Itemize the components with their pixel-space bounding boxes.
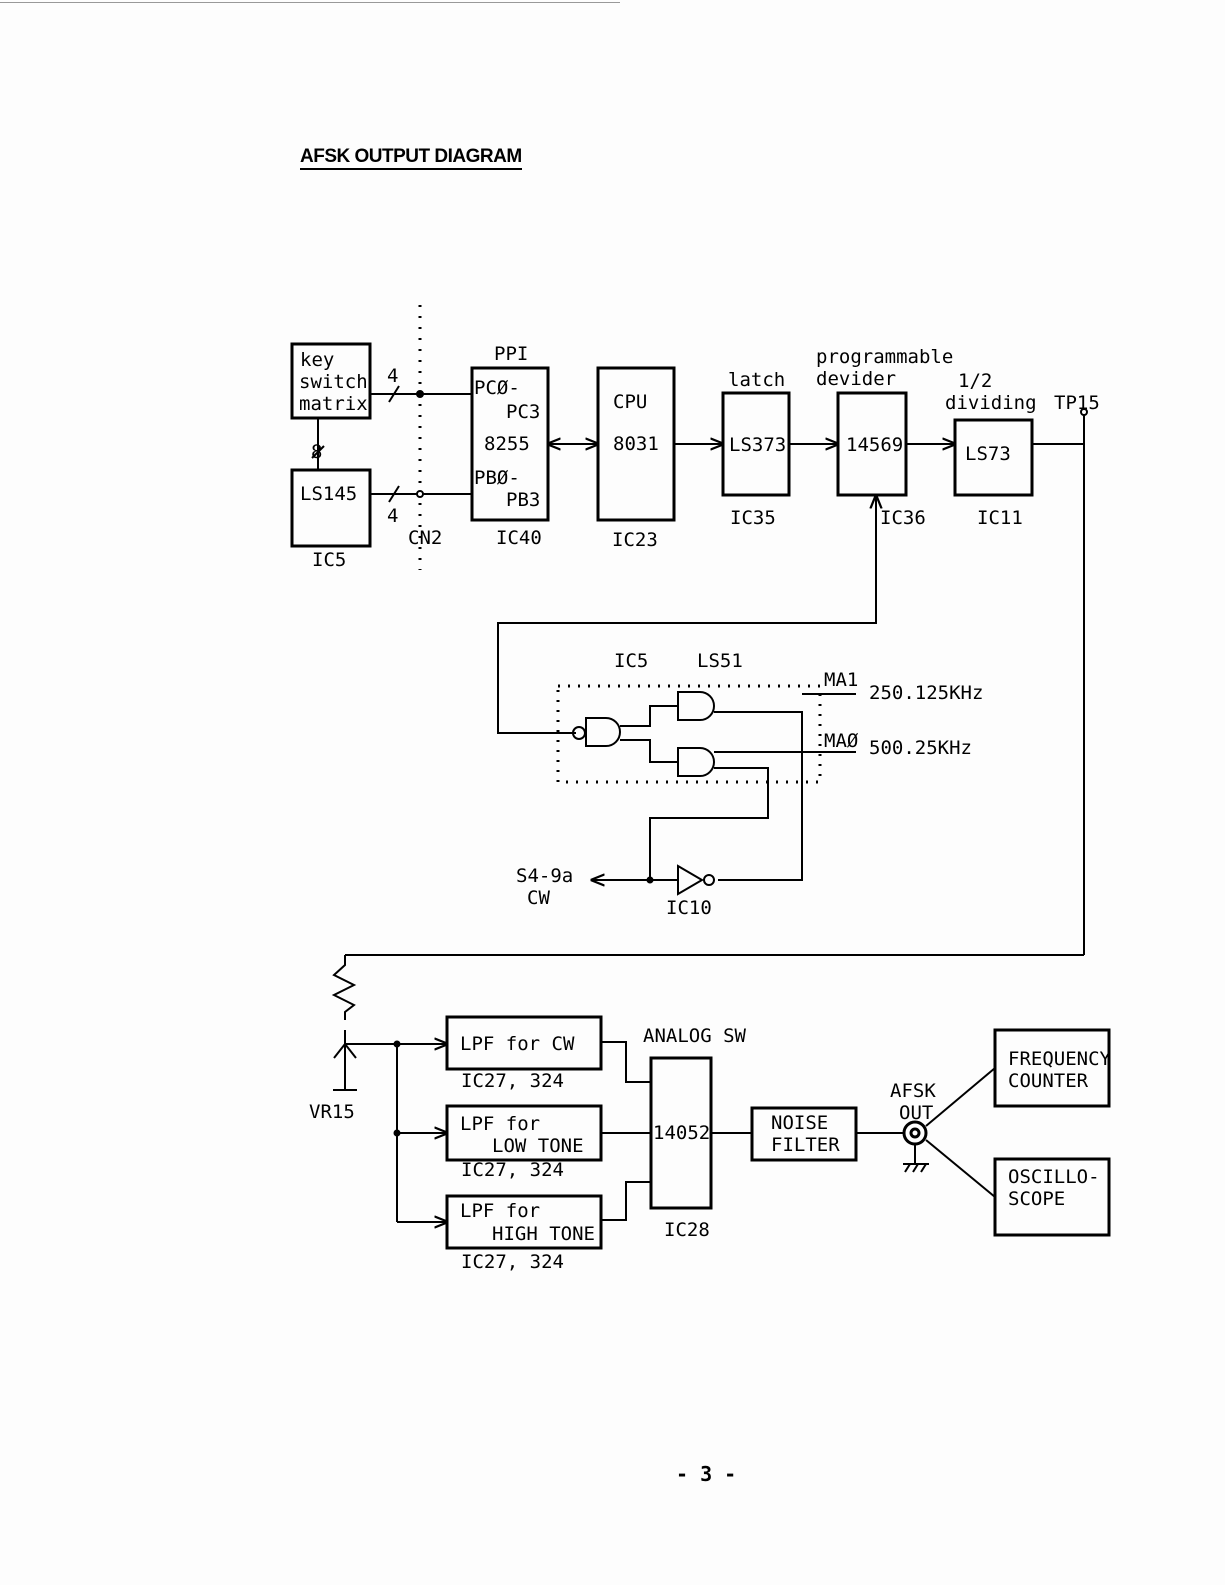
- cn2-label: CN2: [408, 527, 442, 549]
- oscilloscope-text-1: OSCILLO-: [1008, 1166, 1100, 1188]
- ic27-label-2: IC27, 324: [461, 1159, 564, 1181]
- ic36-label: IC36: [880, 507, 926, 529]
- ic5-top-label: IC5: [312, 549, 346, 571]
- lpf-high-box: [445, 1194, 603, 1250]
- vr15-wiper: [333, 1030, 357, 1091]
- key-switch-text-3: matrix: [299, 393, 368, 415]
- lpf-high-text-1: LPF for: [460, 1200, 540, 1222]
- ls73-text: LS73: [965, 443, 1011, 465]
- and-gate-top: [677, 691, 715, 721]
- ls373-text: LS373: [729, 434, 786, 456]
- vr15-label: VR15: [309, 1101, 355, 1123]
- c14569-text: 14569: [846, 434, 903, 456]
- and-gate-bottom: [677, 747, 715, 777]
- page-number: - 3 -: [676, 1462, 737, 1486]
- afsk-out-text-1: AFSK: [890, 1080, 936, 1102]
- bus-slash-vertical: [311, 445, 325, 459]
- s4-label: S4-9a: [516, 865, 573, 887]
- afsk-jack-inner: [909, 1127, 921, 1139]
- ma1-label: MA1: [824, 669, 858, 691]
- bus-c-label: 8: [311, 441, 322, 463]
- freq-ma0: 500.25KHz: [869, 737, 972, 759]
- ls145-text: LS145: [300, 483, 357, 505]
- noise-filter-text-1: NOISE: [771, 1112, 828, 1134]
- noise-filter-text-2: FILTER: [771, 1134, 840, 1156]
- ppi-text-5: PB3: [506, 489, 540, 511]
- ls51-dotted-box: [556, 684, 822, 784]
- ground-hatch: [904, 1163, 927, 1173]
- ic40-label: IC40: [496, 527, 542, 549]
- afsk-out-text-2: OUT: [899, 1102, 933, 1124]
- afsk-to-counter: [925, 1067, 996, 1127]
- ppi-text-2: PC3: [506, 401, 540, 423]
- key-switch-text-1: key: [300, 349, 334, 371]
- ic23-label: IC23: [612, 529, 658, 551]
- gate-bottom-to-nor: [620, 739, 678, 763]
- lpf-cw-to-switch: [601, 1041, 651, 1083]
- gate-top-to-nor: [620, 705, 678, 727]
- vr15-resistor: [331, 955, 357, 1020]
- tp15-label: TP15: [1054, 392, 1100, 414]
- ls73-box: [953, 418, 1034, 497]
- bus-b-label: 4: [387, 505, 398, 527]
- freq-counter-text-2: COUNTER: [1008, 1070, 1089, 1092]
- freq-counter-text-1: FREQUENCY: [1008, 1048, 1112, 1070]
- cn2-connector-bottom: [416, 490, 424, 498]
- inverter-ic10: [677, 864, 704, 896]
- prog-div-text-1: programmable: [816, 346, 953, 368]
- diagram-title: AFSK OUTPUT DIAGRAM: [300, 146, 522, 170]
- prog-div-text-2: devider: [816, 368, 896, 390]
- nor-gate: [585, 717, 621, 747]
- inverter-bubble: [703, 874, 715, 886]
- latch-label: latch: [728, 369, 785, 391]
- ma0-line: [649, 767, 769, 880]
- bus-slash-top: [388, 385, 400, 403]
- half-div-text-1: 1/2: [958, 370, 992, 392]
- key-switch-text-2: switch: [299, 371, 368, 393]
- bus-a-label: 4: [387, 365, 398, 387]
- ic27-label-3: IC27, 324: [461, 1251, 564, 1273]
- lpf-high-to-switch: [601, 1181, 651, 1221]
- key-switch-matrix-box: [290, 342, 372, 420]
- cpu-text-2: 8031: [613, 433, 659, 455]
- lpf-high-text-2: HIGH TONE: [492, 1223, 595, 1245]
- cn2-connector-top: [416, 390, 424, 398]
- ic10-label: IC10: [666, 897, 712, 919]
- bus-slash-bottom: [388, 485, 400, 503]
- ppi-label: PPI: [494, 343, 528, 365]
- ppi-text-3: 8255: [484, 433, 530, 455]
- page-header-rule: [0, 2, 620, 3]
- half-div-text-2: dividing: [945, 392, 1037, 414]
- cw-label: CW: [527, 887, 550, 909]
- ppi-text-4: PBØ-: [474, 467, 520, 489]
- freq-ma1: 250.125KHz: [869, 682, 983, 704]
- oscilloscope-text-2: SCOPE: [1008, 1188, 1065, 1210]
- lpf-low-text-2: LOW TONE: [492, 1135, 584, 1157]
- ppi-text-1: PCØ-: [474, 377, 520, 399]
- ma1-line: [714, 711, 803, 881]
- ic11-label: IC11: [977, 507, 1023, 529]
- junction-cw: [646, 876, 654, 884]
- ma0-label: MAØ: [824, 730, 859, 752]
- lpf-low-text-1: LPF for: [460, 1113, 540, 1135]
- analog-sw-label: ANALOG SW: [643, 1025, 747, 1047]
- ls145-box: [290, 468, 372, 548]
- ic27-label-1: IC27, 324: [461, 1070, 564, 1092]
- afsk-jack-outer: [902, 1120, 928, 1146]
- lpf-cw-text: LPF for CW: [460, 1033, 575, 1055]
- c14052-text: 14052: [653, 1122, 710, 1144]
- nor-gate-bubble: [572, 726, 586, 740]
- gate-to-14569-line: [497, 496, 876, 734]
- afsk-to-scope: [925, 1139, 996, 1198]
- gate-ic5-label: IC5: [614, 650, 648, 672]
- cpu-text-1: CPU: [613, 391, 647, 413]
- ls51-label: LS51: [697, 650, 743, 672]
- tp15-point: [1080, 408, 1088, 416]
- ic35-label: IC35: [730, 507, 776, 529]
- ic28-label: IC28: [664, 1219, 710, 1241]
